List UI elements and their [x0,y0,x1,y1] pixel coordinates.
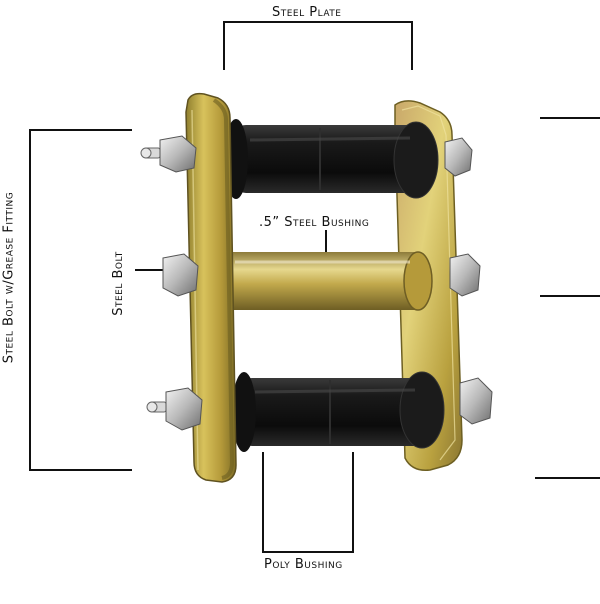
annotation-lines [29,21,600,553]
steel-bolt-head [162,253,199,297]
grease-bolt-bracket [29,129,132,471]
steel-plate-bracket [223,21,413,70]
label-poly-bushing: Poly Bushing [264,557,343,572]
label-steel-bolt-grease: Steel Bolt w/Grease Fitting [1,191,17,364]
right-nuts [444,137,493,425]
grease-fitting-top [140,135,197,173]
right-nut-mid [449,253,481,297]
label-steel-bushing: .5” Steel Bushing [259,215,370,230]
middle-steel-bushing [225,251,433,311]
grease-fitting-bottom [146,387,203,431]
bottom-poly-bushing [232,371,445,452]
poly-bushing-bracket [262,452,354,553]
top-poly-bushing [224,119,439,199]
right-nut-bottom [459,377,493,425]
left-bolts [140,135,203,431]
label-steel-bolt: Steel Bolt [110,251,126,316]
right-nut-top [444,137,473,177]
label-steel-plate: Steel Plate [272,5,342,20]
